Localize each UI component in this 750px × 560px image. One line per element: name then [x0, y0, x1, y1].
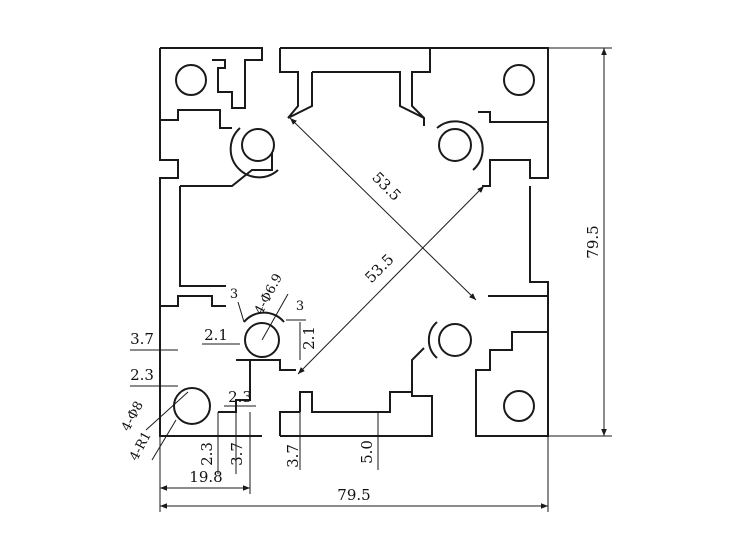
height-dimension: 79.5 [548, 47, 612, 437]
corner-hole-top-right [503, 64, 535, 96]
depth-2-1-left-label: 2.1 [204, 326, 228, 344]
wall-2-3-left-label: 2.3 [130, 366, 154, 384]
width-label: 79.5 [337, 486, 370, 504]
bottom-3-7-label: 3.7 [228, 442, 246, 466]
wall-2-3-hole-label: 2.3 [228, 388, 252, 406]
left-small-dimensions: 3.7 2.3 2.1 3 4-Φ6.9 3 2.1 2.3 4-Φ8 4-R1… [119, 271, 318, 474]
slot-width-label: 5.0 [358, 440, 376, 464]
corner-hole-top-left [175, 64, 207, 96]
offset-label: 19.8 [189, 468, 222, 486]
bottom-slot-dimensions: 3.7 5.0 [284, 412, 379, 470]
diagonal-label-1: 53.5 [368, 168, 404, 204]
corner-hole-label: 4-Φ8 [119, 399, 147, 434]
diagonal-label-2: 53.5 [361, 250, 397, 286]
bottom-2-3-label: 2.3 [198, 442, 216, 466]
slot-3-right-label: 3 [296, 299, 304, 314]
center-hole-label: 4-Φ6.9 [252, 271, 286, 317]
width-dimension: 79.5 [159, 436, 549, 512]
bottom-wall-3-7-label: 3.7 [284, 444, 302, 468]
slot-3-left-label: 3 [230, 287, 238, 302]
profile-outline [159, 47, 549, 437]
center-hole-top-left [241, 128, 275, 162]
height-label: 79.5 [584, 225, 602, 258]
center-hole-bottom-right [438, 323, 472, 357]
wall-3-7-left-label: 3.7 [130, 330, 154, 348]
depth-2-1-right-label: 2.1 [300, 326, 318, 350]
center-hole-top-right [438, 128, 472, 162]
offset-dimension: 19.8 [160, 412, 251, 494]
corner-hole-bottom-right [503, 390, 535, 422]
corner-hole-bottom-left [173, 387, 211, 425]
